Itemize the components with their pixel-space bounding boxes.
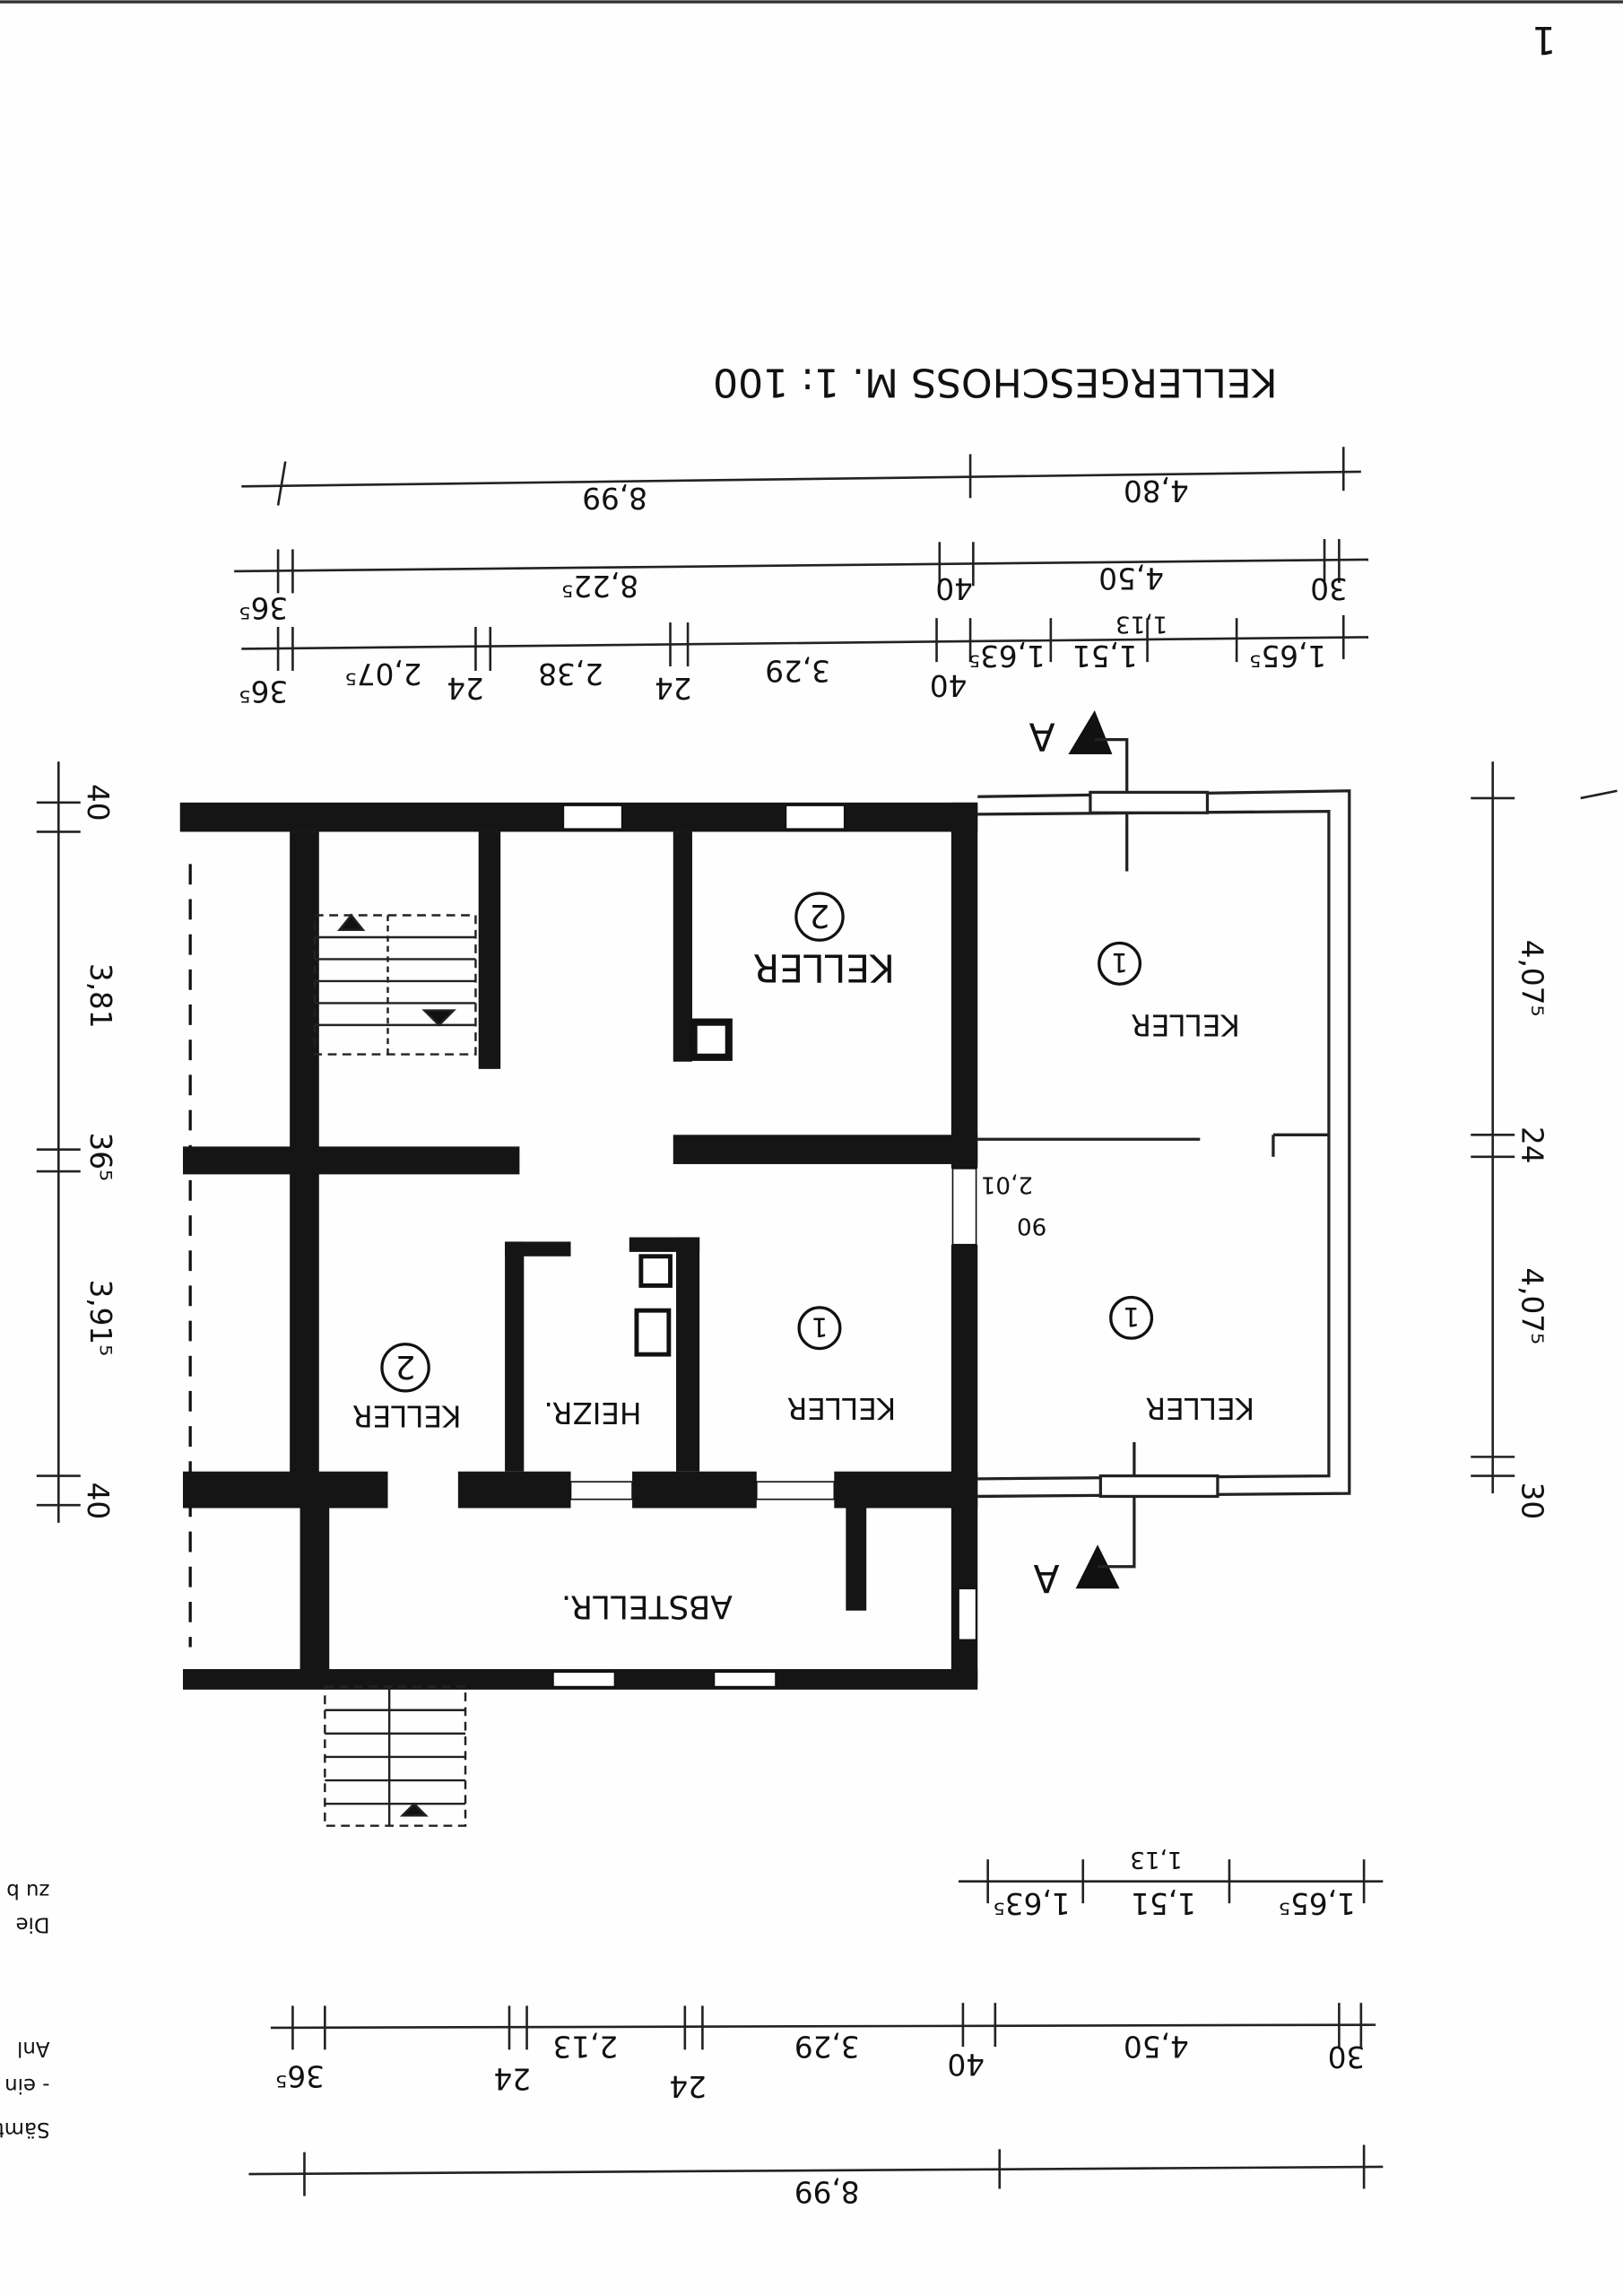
stair-upper (313, 913, 477, 1056)
left-dimensions: 40 3,81 36⁵ 3,91⁵ 40 (36, 761, 117, 1523)
room-keller-2-left: 2 KELLER (352, 1343, 462, 1432)
svg-text:A: A (1029, 714, 1055, 758)
svg-text:KELLER: KELLER (753, 945, 895, 989)
opening-dim: 90 (1017, 1212, 1046, 1239)
stair-lower (324, 1685, 467, 1827)
svg-text:2: 2 (395, 1348, 416, 1385)
dim-label: 1,13 (1115, 611, 1167, 638)
svg-text:3,29: 3,29 (794, 2030, 860, 2064)
svg-text:8,99: 8,99 (794, 2174, 860, 2208)
svg-text:4,07⁵: 4,07⁵ (1515, 1267, 1549, 1344)
bottom-dimensions: 1,65⁵ 1,51 1,63⁵ 1,13 36⁵ 24 2,13 24 3,2… (248, 1846, 1384, 2208)
opening-dim: 2,01 (981, 1171, 1033, 1198)
svg-text:1: 1 (1111, 947, 1128, 978)
right-dimensions: 4,07⁵ 24 4,07⁵ 30 (1471, 761, 1618, 1520)
dim-label: 24 (447, 671, 484, 705)
svg-text:1,13: 1,13 (1130, 1846, 1182, 1873)
svg-text:24: 24 (669, 2069, 707, 2103)
dim-label: 2,07⁵ (345, 657, 422, 691)
annex-outline (977, 789, 1351, 1499)
svg-text:30: 30 (1328, 2039, 1366, 2074)
dim-label: 3,29 (765, 654, 830, 688)
section-marker-bottom: A (1033, 1442, 1136, 1599)
svg-text:zu b: zu b (6, 1879, 49, 1902)
section-marker-top: A (1029, 710, 1129, 872)
svg-text:4,07⁵: 4,07⁵ (1515, 940, 1549, 1017)
svg-text:A: A (1033, 1555, 1059, 1599)
room-labels: 2 KELLER 1 KELLER 1 KELLER 1 KELLER 2 KE… (352, 891, 1254, 1624)
svg-text:1: 1 (1123, 1301, 1140, 1332)
dim-label: 40 (930, 668, 968, 702)
svg-text:3,81: 3,81 (83, 963, 117, 1029)
svg-text:1,51: 1,51 (1131, 1886, 1196, 1920)
margin-text: Sämtl - ein Anl Die zu b (0, 1879, 49, 2141)
dim-label: 30 (1310, 571, 1348, 605)
dim-label: 2,38 (538, 657, 603, 691)
svg-text:KELLER: KELLER (352, 1398, 462, 1432)
dim-label: 36⁵ (239, 674, 288, 708)
svg-text:36⁵: 36⁵ (83, 1132, 117, 1181)
svg-text:1,65⁵: 1,65⁵ (1279, 1886, 1356, 1920)
dim-label: 1,65⁵ (1249, 639, 1326, 673)
dim-label: 36⁵ (239, 590, 288, 624)
dim-label: 1,51 (1072, 639, 1138, 673)
svg-text:3,91⁵: 3,91⁵ (83, 1279, 117, 1356)
room-keller-1-annex-bottom: 1 KELLER (1109, 1295, 1254, 1425)
dim-label: 24 (655, 671, 692, 705)
room-keller-1-annex-top: 1 KELLER (1098, 941, 1240, 1041)
svg-text:2,13: 2,13 (553, 2030, 619, 2064)
svg-text:40: 40 (947, 2047, 985, 2081)
svg-text:Sämtl: Sämtl (0, 2118, 49, 2141)
svg-text:KELLER: KELLER (1145, 1391, 1254, 1425)
svg-text:Die: Die (16, 1912, 50, 1935)
dim-label: 8,22⁵ (561, 569, 638, 603)
dim-label: 4,50 (1098, 561, 1164, 596)
svg-text:30: 30 (1515, 1483, 1549, 1520)
dim-label: 8,99 (582, 481, 647, 515)
svg-text:4,50: 4,50 (1124, 2030, 1189, 2064)
svg-text:40: 40 (81, 1483, 115, 1520)
svg-text:24: 24 (493, 2062, 531, 2096)
dim-label: 1,63⁵ (968, 639, 1046, 673)
room-keller-1-middle: 1 KELLER (787, 1306, 897, 1425)
svg-text:1: 1 (812, 1311, 829, 1342)
svg-text:40: 40 (81, 784, 115, 822)
svg-text:1,63⁵: 1,63⁵ (994, 1886, 1071, 1920)
svg-text:- ein: - ein (4, 2074, 49, 2097)
room-abstellraum: ABSTELLR. (561, 1587, 733, 1624)
svg-text:24: 24 (1515, 1126, 1549, 1164)
svg-text:Anl: Anl (17, 2037, 49, 2060)
svg-text:KELLER: KELLER (1131, 1007, 1240, 1041)
svg-text:36⁵: 36⁵ (275, 2058, 325, 2092)
plan-title: KELLERGESCHOSS M. 1: 100 (713, 360, 1278, 405)
page-mark: 1 (1532, 17, 1556, 61)
dim-label: 40 (935, 571, 973, 605)
svg-text:KELLER: KELLER (787, 1391, 897, 1425)
top-dimensions: 8,99 4,80 36⁵ 8,22⁵ 40 4,50 30 36⁵ 2,07⁵… (234, 447, 1369, 708)
dim-label: 4,80 (1124, 474, 1189, 508)
walls (179, 802, 978, 1690)
room-keller-2-top: 2 KELLER (753, 891, 895, 989)
room-heizraum: HEIZR. (544, 1396, 642, 1430)
svg-text:2: 2 (810, 897, 830, 934)
